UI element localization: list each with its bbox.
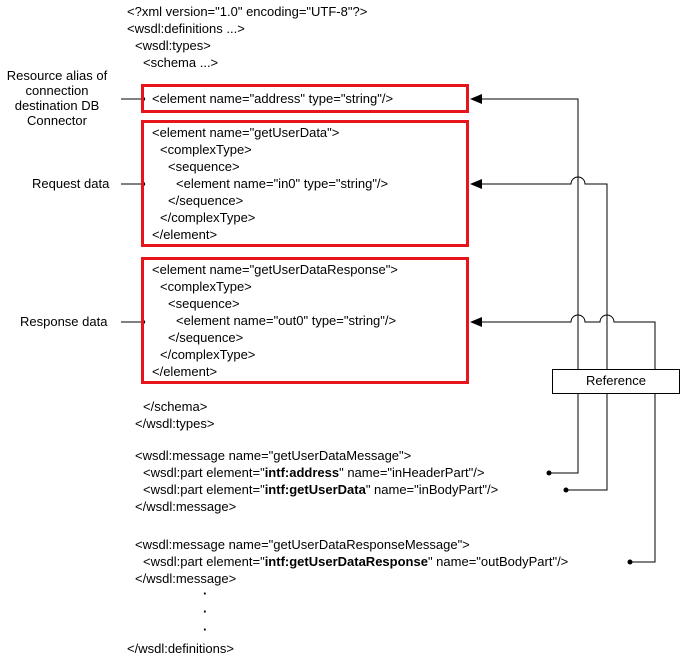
- response-code-line: </sequence>: [168, 330, 244, 345]
- schema-open: <schema ...>: [143, 55, 219, 70]
- request-code-line: </element>: [152, 227, 218, 242]
- request-code-line: <element name="in0" type="string"/>: [176, 176, 389, 191]
- response-code-line: <element name="getUserDataResponse">: [152, 262, 398, 277]
- response-data-label: Response data: [20, 314, 108, 329]
- alias-label-line: connection: [25, 83, 89, 98]
- alias-label-line: Connector: [27, 113, 87, 128]
- schema-close: </schema>: [143, 399, 208, 414]
- part-element-ref: intf:getUserData: [264, 482, 366, 497]
- part-prefix: <wsdl:part element=": [143, 465, 265, 480]
- types-close: </wsdl:types>: [135, 416, 215, 431]
- address-element-line: <element name="address" type="string"/>: [152, 91, 394, 106]
- part-element-ref: intf:address: [264, 465, 340, 480]
- ellipsis-dot: ·: [203, 604, 208, 619]
- alias-label-line: Resource alias of: [6, 68, 108, 83]
- ellipsis-dot: ·: [203, 586, 208, 601]
- request-data-box: [141, 120, 469, 247]
- response-code-line: </element>: [152, 364, 218, 379]
- alias-label-line: destination DB: [14, 98, 100, 113]
- response-code-line: <sequence>: [168, 296, 240, 311]
- request-code-line: </complexType>: [160, 210, 256, 225]
- part-response-line: <wsdl:part element="intf:getUserDataResp…: [143, 554, 568, 570]
- request-code-line: </sequence>: [168, 193, 244, 208]
- response-code-line: <complexType>: [160, 279, 252, 294]
- types-open: <wsdl:types>: [135, 38, 211, 53]
- part-address-line: <wsdl:part element="intf:address" name="…: [143, 465, 484, 481]
- message2-close: </wsdl:message>: [135, 571, 237, 586]
- part-getuserdata-line: <wsdl:part element="intf:getUserData" na…: [143, 482, 498, 498]
- reference-box: Reference: [552, 369, 680, 394]
- part-element-ref: intf:getUserDataResponse: [264, 554, 428, 569]
- definitions-open: <wsdl:definitions ...>: [127, 21, 245, 36]
- part-suffix: " name="outBodyPart"/>: [427, 554, 569, 569]
- definitions-close: </wsdl:definitions>: [127, 641, 234, 656]
- response-code-line: </complexType>: [160, 347, 256, 362]
- address-element-box: [141, 84, 469, 113]
- alias-label: Resource alias of connection destination…: [0, 68, 114, 128]
- response-data-box: [141, 257, 469, 384]
- xml-declaration: <?xml version="1.0" encoding="UTF-8"?>: [127, 4, 368, 19]
- part-prefix: <wsdl:part element=": [143, 482, 265, 497]
- message2-open: <wsdl:message name="getUserDataResponseM…: [135, 537, 470, 552]
- request-code-line: <sequence>: [168, 159, 240, 174]
- response-code-line: <element name="out0" type="string"/>: [176, 313, 397, 328]
- ellipsis-dot: ·: [203, 622, 208, 637]
- message1-open: <wsdl:message name="getUserDataMessage">: [135, 448, 412, 463]
- request-code-line: <element name="getUserData">: [152, 125, 340, 140]
- part-suffix: " name="inHeaderPart"/>: [339, 465, 485, 480]
- part-suffix: " name="inBodyPart"/>: [365, 482, 499, 497]
- request-data-label: Request data: [32, 176, 110, 191]
- message1-close: </wsdl:message>: [135, 499, 237, 514]
- part-prefix: <wsdl:part element=": [143, 554, 265, 569]
- request-code-line: <complexType>: [160, 142, 252, 157]
